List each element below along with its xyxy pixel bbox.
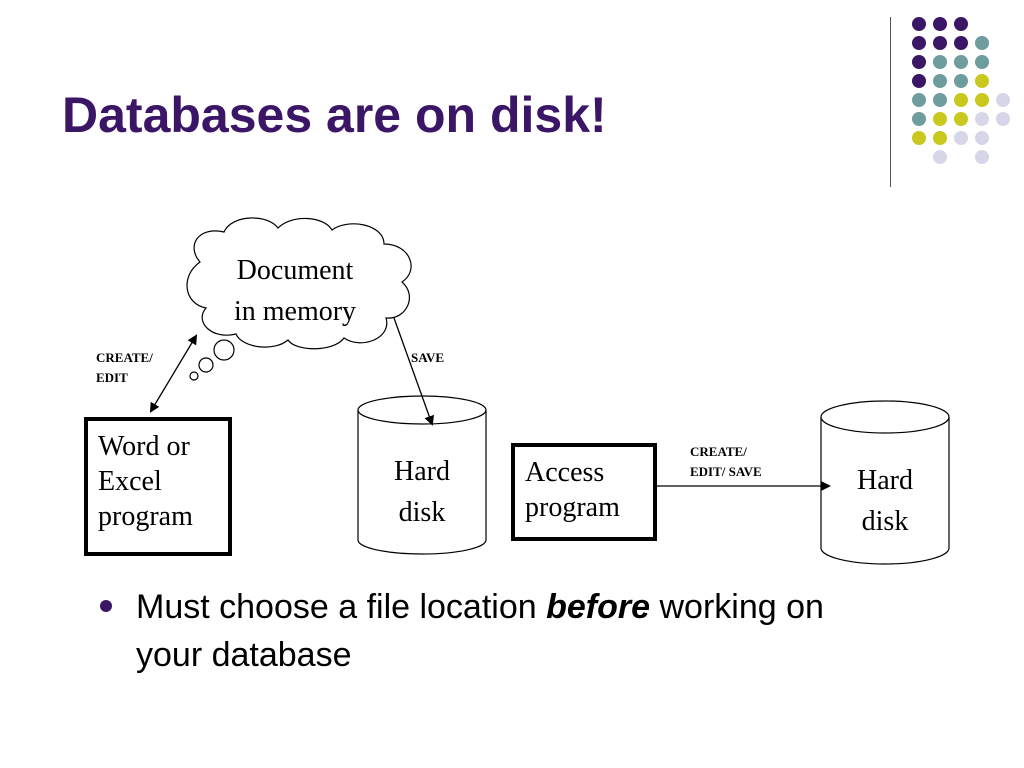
- cloud-text: Document in memory: [233, 255, 357, 327]
- bullet-text: Must choose a file location before worki…: [136, 584, 896, 679]
- decor-dot: [954, 55, 968, 69]
- decor-dot: [954, 36, 968, 50]
- create-edit-save-label: CREATE/ EDIT/ SAVE: [690, 444, 762, 479]
- decor-dot: [912, 36, 926, 50]
- save-arrow: [393, 317, 435, 426]
- thought-bubble-large: [213, 339, 235, 361]
- hard-disk-label-1: Hard disk: [394, 456, 450, 528]
- bullet-text-end: working on your database: [136, 588, 824, 674]
- decor-dot: [954, 93, 968, 107]
- hard-disk-cylinder-1: [357, 395, 487, 555]
- decor-dot: [912, 17, 926, 31]
- decor-dot: [996, 112, 1010, 126]
- decor-dot: [954, 112, 968, 126]
- decor-dot: [975, 131, 989, 145]
- decor-dot: [975, 55, 989, 69]
- decor-dot: [912, 93, 926, 107]
- create-edit-label: CREATE/ EDIT: [96, 350, 153, 385]
- slide-title: Databases are on disk!: [62, 87, 607, 143]
- decor-dot: [933, 93, 947, 107]
- decor-dot: [933, 36, 947, 50]
- hard-disk-cylinder-2: [820, 400, 950, 565]
- decor-dot: [933, 150, 947, 164]
- decor-dot: [975, 36, 989, 50]
- decor-dot: [912, 55, 926, 69]
- decor-dot: [912, 74, 926, 88]
- thought-bubble-medium: [198, 357, 214, 373]
- decor-dot: [933, 112, 947, 126]
- decor-dot: [933, 17, 947, 31]
- decor-dot: [975, 74, 989, 88]
- access-box: Access program: [511, 443, 657, 541]
- decor-dot: [912, 131, 926, 145]
- create-edit-arrow: [149, 334, 198, 413]
- decor-dot: [975, 112, 989, 126]
- decor-dot: [954, 74, 968, 88]
- bullet-emphasis: before: [546, 588, 651, 626]
- decor-dot: [954, 17, 968, 31]
- decor-dot: [996, 93, 1010, 107]
- decor-dot: [912, 112, 926, 126]
- thought-bubble-small: [189, 371, 199, 381]
- decor-divider: [890, 17, 891, 187]
- save-label: SAVE: [411, 350, 445, 365]
- decor-dot: [954, 131, 968, 145]
- decor-dot: [933, 55, 947, 69]
- decor-dot: [933, 74, 947, 88]
- hard-disk-label-2: Hard disk: [857, 465, 913, 537]
- bullet-marker: [100, 600, 112, 612]
- decor-dot: [933, 131, 947, 145]
- thought-cloud: [186, 217, 412, 350]
- bullet-text-start: Must choose a file location: [136, 588, 547, 626]
- decor-dot: [975, 150, 989, 164]
- decor-dot: [975, 93, 989, 107]
- word-excel-box: Word or Excel program: [84, 417, 232, 556]
